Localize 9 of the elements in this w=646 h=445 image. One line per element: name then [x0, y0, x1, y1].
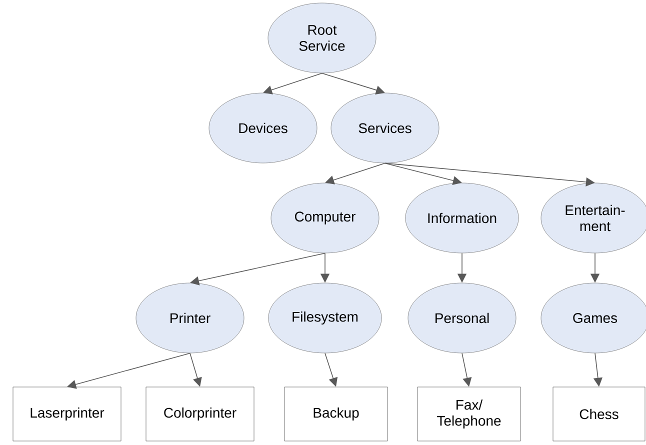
arrow [67, 352, 190, 389]
arrow [263, 72, 322, 94]
leaf-box: Fax/ Telephone [417, 386, 521, 442]
leaf-box: Laserprinter [12, 386, 122, 442]
leaf-box: Chess [552, 386, 646, 442]
leaf-box: Backup [284, 386, 388, 442]
arrow [325, 162, 386, 184]
arrow [190, 252, 326, 286]
leaf-box: Colorprinter [146, 386, 254, 442]
